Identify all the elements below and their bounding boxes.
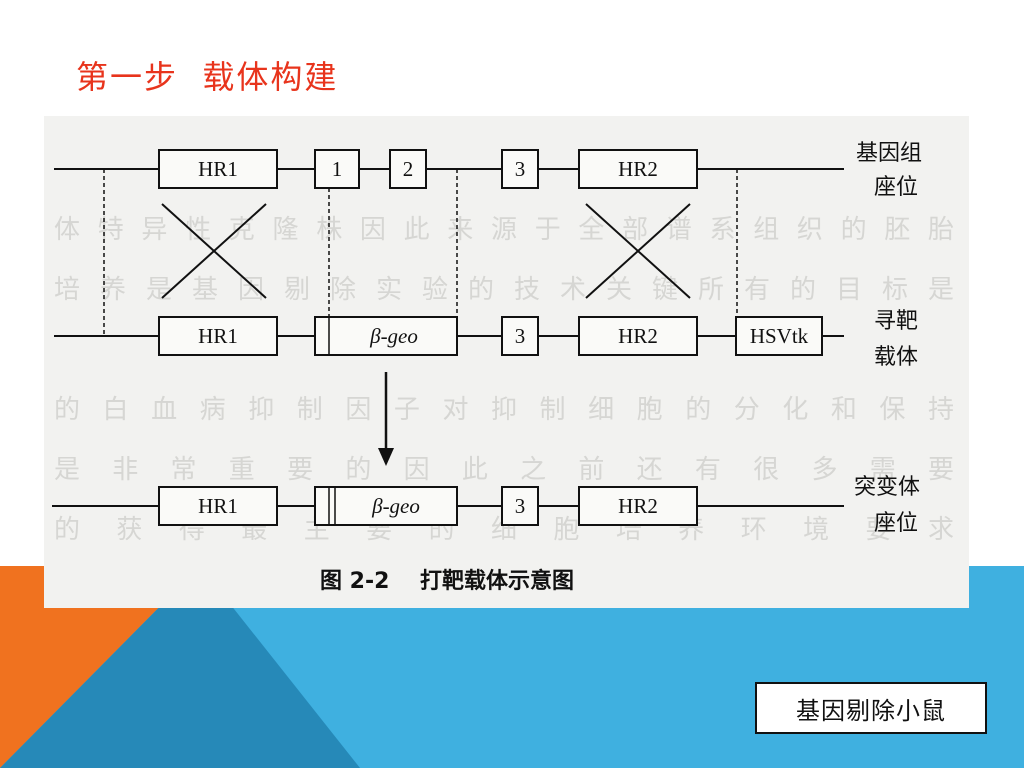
row3-box-beta-geo: β-geo xyxy=(314,486,458,526)
row3-box-hr1: HR1 xyxy=(158,486,278,526)
svg-text:β-geo: β-geo xyxy=(369,324,418,348)
row1-label-line1: 基因组 xyxy=(856,141,922,166)
svg-text:HR1: HR1 xyxy=(198,324,238,348)
row2-box-3: 3 xyxy=(501,316,539,356)
row3-label-line2: 座位 xyxy=(874,511,918,536)
svg-text:HR1: HR1 xyxy=(198,494,238,518)
svg-text:2: 2 xyxy=(403,157,414,181)
svg-text:β-geo: β-geo xyxy=(371,494,420,518)
svg-text:3: 3 xyxy=(515,494,526,518)
svg-text:体特异性克隆株因此来源于全部谱系组织的胚胎: 体特异性克隆株因此来源于全部谱系组织的胚胎 xyxy=(54,215,954,245)
row2-box-hr2: HR2 xyxy=(578,316,698,356)
dark-blue-triangle xyxy=(0,566,360,768)
diagram-canvas: 体特异性克隆株因此来源于全部谱系组织的胚胎 培养是基因剔除实验的技术关键所有的目… xyxy=(44,116,969,608)
svg-text:1: 1 xyxy=(332,157,343,181)
row3-box-3: 3 xyxy=(501,486,539,526)
dashed-connectors xyxy=(103,169,738,336)
svg-text:HR1: HR1 xyxy=(198,157,238,181)
svg-text:HR2: HR2 xyxy=(618,494,658,518)
row2-box-hr1: HR1 xyxy=(158,316,278,356)
crossover-x-right xyxy=(585,203,691,299)
row1-box-2: 2 xyxy=(389,149,427,189)
svg-text:的白血病抑制因子对抑制细胞的分化和保持: 的白血病抑制因子对抑制细胞的分化和保持 xyxy=(54,395,954,425)
row2-box-beta-geo: β-geo xyxy=(314,316,458,356)
svg-text:3: 3 xyxy=(515,324,526,348)
knockout-mouse-label: 基因剔除小鼠 xyxy=(755,682,987,734)
crossover-x-left xyxy=(161,203,267,299)
row1-box-1: 1 xyxy=(314,149,360,189)
row2-label-line2: 载体 xyxy=(874,345,918,370)
row2-box-hsvtk: HSVtk xyxy=(735,316,823,356)
background-texture: 体特异性克隆株因此来源于全部谱系组织的胚胎 培养是基因剔除实验的技术关键所有的目… xyxy=(44,116,969,608)
row1-box-3: 3 xyxy=(501,149,539,189)
row3-box-hr2: HR2 xyxy=(578,486,698,526)
svg-text:HR2: HR2 xyxy=(618,157,658,181)
slide-title: 第一步 载体构建 xyxy=(76,58,339,96)
row1-box-hr2: HR2 xyxy=(578,149,698,189)
row1-box-hr1: HR1 xyxy=(158,149,278,189)
svg-text:HSVtk: HSVtk xyxy=(750,324,809,348)
svg-text:3: 3 xyxy=(515,157,526,181)
down-arrow-icon xyxy=(378,372,394,466)
svg-text:HR2: HR2 xyxy=(618,324,658,348)
figure-caption: 图 2-2 打靶载体示意图 xyxy=(320,568,574,594)
row1-label-line2: 座位 xyxy=(874,175,918,200)
row2-label-line1: 寻靶 xyxy=(874,309,918,334)
row3-label-line1: 突变体 xyxy=(854,475,920,500)
targeting-vector-figure: 体特异性克隆株因此来源于全部谱系组织的胚胎 培养是基因剔除实验的技术关键所有的目… xyxy=(44,116,969,608)
